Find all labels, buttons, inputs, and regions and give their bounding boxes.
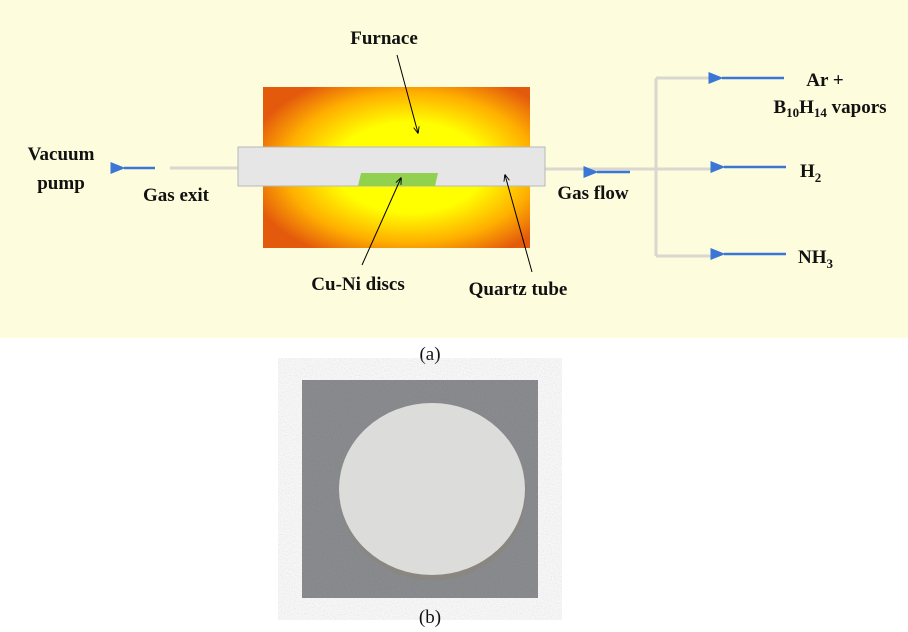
label-furnace: Furnace — [350, 28, 418, 49]
panel-a-schematic: Furnace Vacuum pump Gas exit Gas flow Cu… — [0, 0, 908, 338]
panel-b-photo — [302, 380, 538, 598]
label-vacuum: Vacuum — [28, 144, 95, 165]
label-nh3: NH3 — [798, 247, 834, 271]
label-pump: pump — [37, 173, 85, 194]
label-h2: H2 — [800, 161, 821, 185]
label-quartz-tube: Quartz tube — [469, 279, 568, 300]
label-gas-exit: Gas exit — [143, 185, 210, 206]
label-b10h14: B10H14 vapors — [773, 97, 886, 120]
pointer-lines — [361, 54, 533, 273]
caption-b: (b) — [419, 607, 441, 628]
cu-ni-disc-photo — [339, 403, 525, 575]
label-cu-ni-discs: Cu-Ni discs — [311, 274, 404, 295]
label-gas-flow: Gas flow — [557, 183, 629, 204]
caption-a: (a) — [419, 344, 440, 365]
gas-pipes — [170, 76, 717, 258]
flow-arrows — [110, 72, 786, 260]
label-ar: Ar + — [806, 70, 843, 91]
